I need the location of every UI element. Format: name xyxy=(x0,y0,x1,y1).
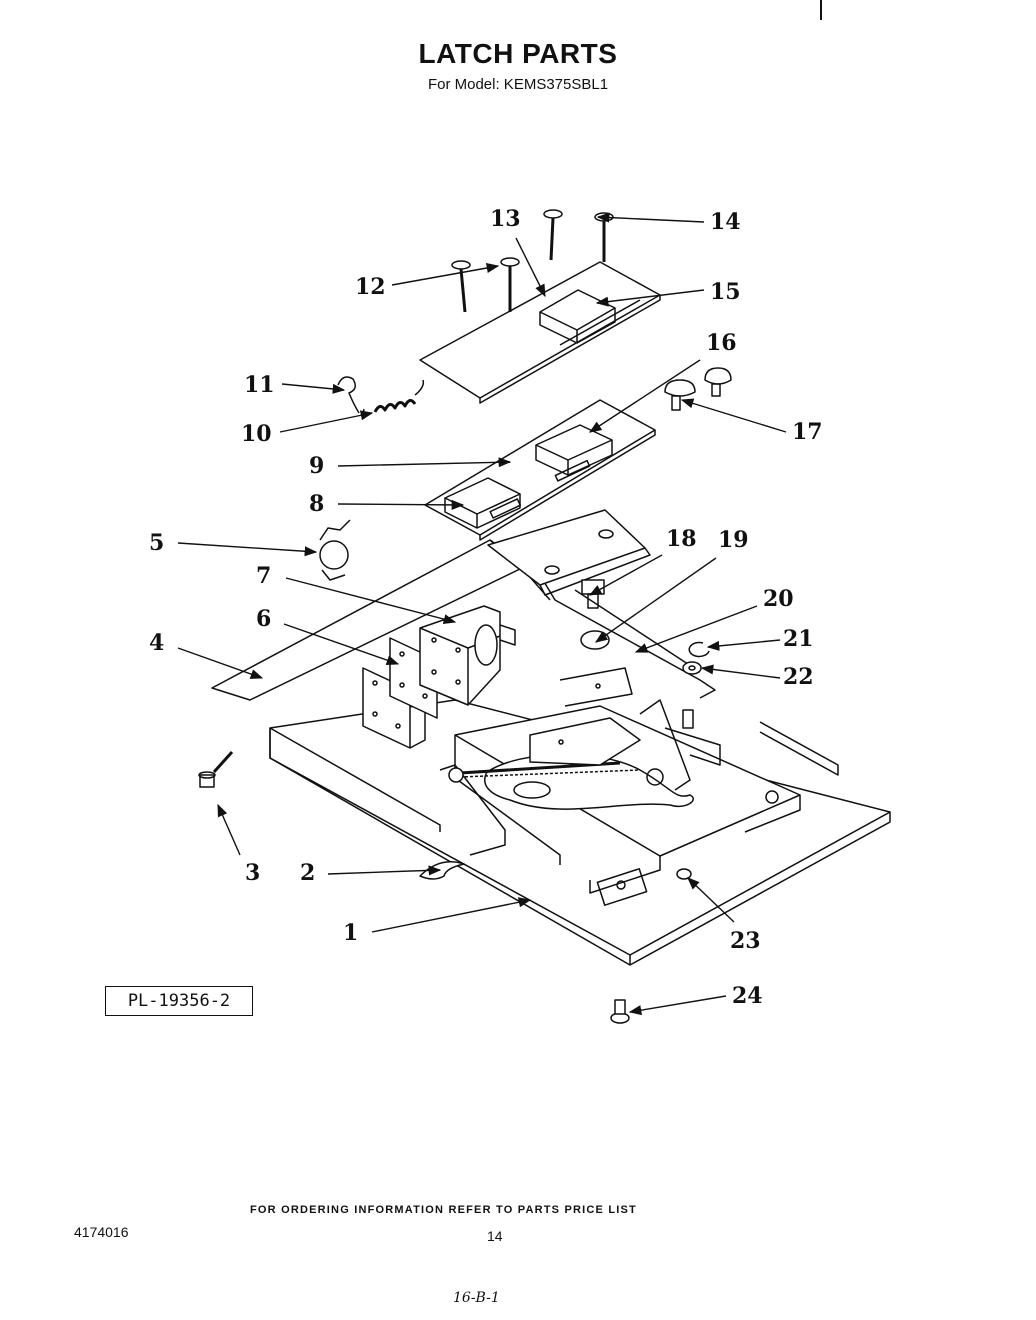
callout-14: 14 xyxy=(710,209,741,235)
callout-10: 10 xyxy=(241,421,272,447)
document-number: 4174016 xyxy=(74,1224,129,1240)
callout-2: 2 xyxy=(300,860,316,886)
callout-16: 16 xyxy=(706,330,737,356)
callout-9: 9 xyxy=(309,453,325,479)
switch-board xyxy=(424,399,656,541)
actuators xyxy=(664,367,732,411)
callout-11: 11 xyxy=(244,372,275,398)
callout-1: 1 xyxy=(343,920,359,946)
callout-13: 13 xyxy=(490,206,521,232)
callout-5: 5 xyxy=(149,530,165,556)
top-bracket-plate xyxy=(487,509,701,673)
callout-8: 8 xyxy=(309,491,325,517)
edge-mark xyxy=(820,0,822,20)
callout-21: 21 xyxy=(783,626,814,652)
parts-18-19 xyxy=(580,579,610,650)
spring-and-clip xyxy=(337,376,425,415)
page-title: LATCH PARTS xyxy=(418,38,618,69)
callout-4: 4 xyxy=(149,630,165,656)
solenoid xyxy=(419,605,516,706)
callout-3: 3 xyxy=(245,860,261,886)
top-cover-plate xyxy=(419,261,661,404)
callout-15: 15 xyxy=(710,279,741,305)
callout-24: 24 xyxy=(732,983,763,1009)
callout-20: 20 xyxy=(763,586,794,612)
callout-18: 18 xyxy=(666,526,697,552)
model-subtitle: For Model: KEMS375SBL1 xyxy=(427,76,609,93)
callout-6: 6 xyxy=(256,606,272,632)
latch-lever xyxy=(448,667,779,810)
leader-lines xyxy=(177,212,787,1016)
callout-7: 7 xyxy=(256,563,272,589)
callout-12: 12 xyxy=(355,274,386,300)
ordering-note: FOR ORDERING INFORMATION REFER TO PARTS … xyxy=(250,1204,637,1216)
plate-label: PL-19356-2 xyxy=(105,986,253,1016)
callout-19: 19 xyxy=(718,527,749,553)
callout-17: 17 xyxy=(792,419,823,445)
page-number: 14 xyxy=(487,1228,503,1244)
callout-23: 23 xyxy=(730,928,761,954)
callout-22: 22 xyxy=(783,664,814,690)
handwritten-note: 16-B-1 xyxy=(453,1290,500,1306)
part-5 xyxy=(319,519,351,581)
